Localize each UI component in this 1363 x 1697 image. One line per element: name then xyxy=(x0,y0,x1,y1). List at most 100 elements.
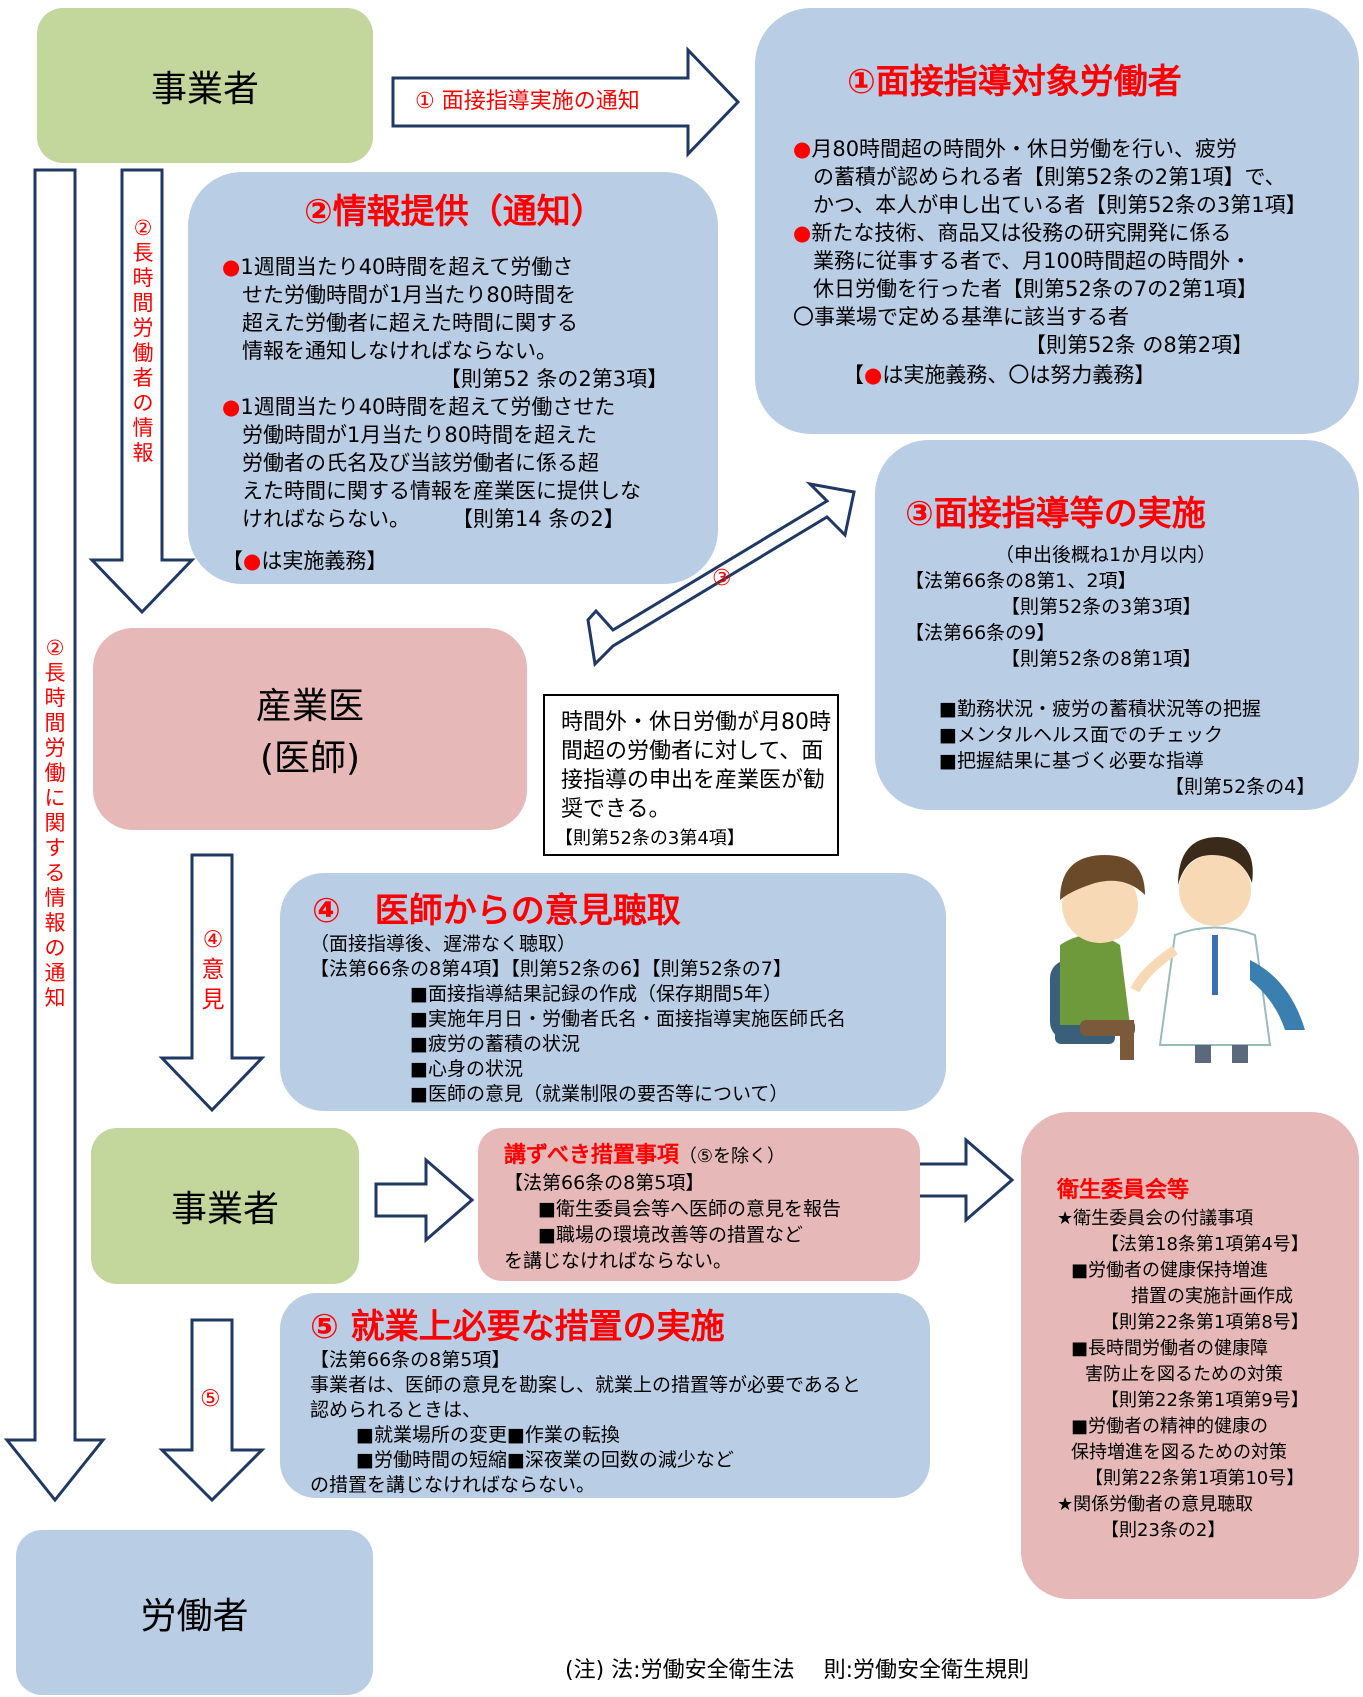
box2-note: 【●は実施義務】 xyxy=(222,549,388,573)
box5-line: 認められるときは、 xyxy=(310,1399,482,1421)
committee-line: ■労働者の精神的健康の xyxy=(1071,1416,1269,1437)
measures-line: 【法第66条の8第5項】 xyxy=(504,1172,705,1194)
long-char: 情 xyxy=(44,886,66,910)
long-arrow-num: ② xyxy=(45,636,65,660)
long-char: 間 xyxy=(44,711,66,735)
interview-double-arrow xyxy=(586,481,856,668)
box3-line: 【法第66条の8第1、2項】 xyxy=(905,570,1137,592)
box4-line: （面接指導後、遅滞なく聴取） xyxy=(310,933,577,955)
worker-box: 労働者 xyxy=(16,1530,373,1695)
long-char: 長 xyxy=(44,661,66,685)
box1-line: ●月80時間超の時間外・休日労働を行い、疲労 xyxy=(793,137,1238,161)
box2-line: ければならない。 【則第14 条の2】 xyxy=(242,507,625,531)
long-char: 労 xyxy=(44,736,66,760)
long-char: 通 xyxy=(44,961,66,985)
box2-line: 労働時間が1月当たり80時間を超えた xyxy=(242,423,598,447)
info-char: 長 xyxy=(132,241,154,265)
box1-line: 〇事業場で定める基準に該当する者 xyxy=(793,305,1129,329)
info-arrow xyxy=(88,168,196,615)
long-char: す xyxy=(44,836,66,860)
box2-line: せた労働時間が1月当たり80時間を xyxy=(242,283,577,307)
health-committee-box: 衛生委員会等 ★衛生委員会の付議事項 【法第18条第1項第4号】 ■労働者の健康… xyxy=(1021,1112,1359,1599)
measures-line: ■衛生委員会等へ医師の意見を報告 xyxy=(538,1198,841,1220)
committee-line: ■労働者の健康保持増進 xyxy=(1071,1260,1269,1281)
box4-line: ■医師の意見（就業制限の要否等について） xyxy=(410,1083,789,1105)
measures-title: 講ずべき措置事項 xyxy=(504,1143,679,1168)
callout-line: 接指導の申出を産業医が勧 xyxy=(561,768,826,793)
opinion-arrow xyxy=(158,853,266,1113)
employer-to-measures-arrow xyxy=(374,1156,475,1244)
interview-title: ③面接指導等の実施 xyxy=(905,494,1206,534)
box5-line: 【法第66条の8第5項】 xyxy=(310,1349,511,1371)
box2-line: ●1週間当たり40時間を超えて労働させた xyxy=(222,395,616,419)
notify-arrow xyxy=(391,46,741,158)
info-char: 労 xyxy=(132,316,154,340)
box3-line: 【則第52条の4】 xyxy=(1165,776,1316,798)
employer-box-mid: 事業者 xyxy=(91,1128,359,1284)
required-measures-box: 講ずべき措置事項（⑤を除く） 【法第66条の8第5項】 ■衛生委員会等へ医師の意… xyxy=(478,1128,920,1281)
interview-arrow-label: ③ xyxy=(712,566,732,591)
long-char: に xyxy=(44,786,66,810)
work-measures-box: ⑤ 就業上必要な措置の実施 【法第66条の8第5項】 事業者は、医師の意見を勘案… xyxy=(280,1293,930,1498)
box3-line: ■勤務状況・疲労の蓄積状況等の把握 xyxy=(939,698,1261,720)
info-char: 間 xyxy=(132,291,154,315)
info-provision-box: ②情報提供（通知） ●1週間当たり40時間を超えて労働さ せた労働時間が1月当た… xyxy=(188,172,718,584)
footnote: (注) 法:労働安全衛生法 則:労働安全衛生規則 xyxy=(565,1658,1029,1683)
committee-line: 措置の実施計画作成 xyxy=(1131,1286,1293,1307)
info-char: 情 xyxy=(132,416,154,440)
box1-line: 休日労働を行った者【則第52条の7の2第1項】 xyxy=(813,277,1258,301)
employer-label-mid: 事業者 xyxy=(170,1189,279,1230)
opinion-title: ④ 医師からの意見聴取 xyxy=(312,891,681,931)
info-char: 者 xyxy=(132,366,154,390)
info-provision-title: ②情報提供（通知） xyxy=(304,192,605,232)
box3-line: 【則第52条の3第3項】 xyxy=(1001,596,1202,618)
box1-line: 【則第52条 の8第2項】 xyxy=(1025,333,1254,357)
recommend-callout: 時間外・休日労働が月80時 間超の労働者に対して、面 接指導の申出を産業医が勧 … xyxy=(543,694,839,856)
long-char: る xyxy=(44,861,66,885)
info-char: 報 xyxy=(132,441,154,465)
interview-box: ③面接指導等の実施 （申出後概ね1か月以内） 【法第66条の8第1、2項】 【則… xyxy=(875,440,1359,810)
opinion-box: ④ 医師からの意見聴取 （面接指導後、遅滞なく聴取） 【法第66条の8第4項】【… xyxy=(280,873,946,1111)
callout-line: 間超の労働者に対して、面 xyxy=(561,739,824,764)
doctor-label-line1: 産業医 xyxy=(255,686,364,727)
committee-line: ■長時間労働者の健康障 xyxy=(1071,1338,1269,1359)
box3-line: （申出後概ね1か月以内） xyxy=(995,544,1217,566)
opinion-char: 見 xyxy=(201,987,225,1013)
long-char: 報 xyxy=(44,911,66,935)
committee-line: ★衛生委員会の付議事項 xyxy=(1057,1208,1254,1229)
box3-line: ■把握結果に基づく必要な指導 xyxy=(939,750,1204,772)
long-char: 関 xyxy=(44,811,66,835)
box2-line: 情報を通知しなければならない。 xyxy=(242,339,557,363)
box3-line: 【則第52条の8第1項】 xyxy=(1001,648,1202,670)
committee-title: 衛生委員会等 xyxy=(1057,1178,1190,1203)
opinion-arrow-num: ④ xyxy=(202,927,224,953)
box4-line: ■心身の状況 xyxy=(410,1058,523,1080)
doctor-label-line2: (医師) xyxy=(259,738,361,779)
doctor-box: 産業医 (医師) xyxy=(93,628,527,830)
box1-note: 【●は実施義務、〇は努力義務】 xyxy=(843,363,1156,387)
box2-line: 【則第52 条の2第3項】 xyxy=(440,367,669,391)
committee-line: 害防止を図るための対策 xyxy=(1085,1364,1283,1385)
measures-arrow-label: ⑤ xyxy=(200,1386,221,1412)
committee-line: 【法第18条第1項第4号】 xyxy=(1101,1234,1309,1255)
box1-line: かつ、本人が申し出ている者【則第52条の3第1項】 xyxy=(813,193,1307,217)
box5-line: の措置を講じなければならない。 xyxy=(310,1474,596,1496)
info-arrow-num: ② xyxy=(133,216,153,240)
worker-label: 労働者 xyxy=(140,1595,249,1637)
notify-arrow-label: ① 面接指導実施の通知 xyxy=(415,89,640,114)
long-char: 働 xyxy=(44,761,66,785)
info-char: 時 xyxy=(132,266,154,290)
box2-line: えた時間に関する情報を産業医に提供しな xyxy=(242,479,641,503)
box4-line: ■実施年月日・労働者氏名・面接指導実施医師氏名 xyxy=(410,1008,846,1030)
target-workers-box: ①面接指導対象労働者 ●月80時間超の時間外・休日労働を行い、疲労 の蓄積が認め… xyxy=(755,8,1359,434)
info-char: 働 xyxy=(132,341,154,365)
long-char: 知 xyxy=(44,986,66,1010)
target-workers-title: ①面接指導対象労働者 xyxy=(847,62,1182,102)
info-arrow-label: ② 長 時 間 労 働 者 の 情 報 xyxy=(130,216,156,466)
callout-line: 時間外・休日労働が月80時 xyxy=(561,710,831,735)
measures-title-line: 講ずべき措置事項（⑤を除く） xyxy=(504,1142,785,1170)
measures-arrow xyxy=(158,1318,266,1503)
box4-line: ■面接指導結果記録の作成（保存期間5年） xyxy=(410,983,783,1005)
box2-line: ●1週間当たり40時間を超えて労働さ xyxy=(222,255,574,279)
info-char: の xyxy=(132,391,154,415)
